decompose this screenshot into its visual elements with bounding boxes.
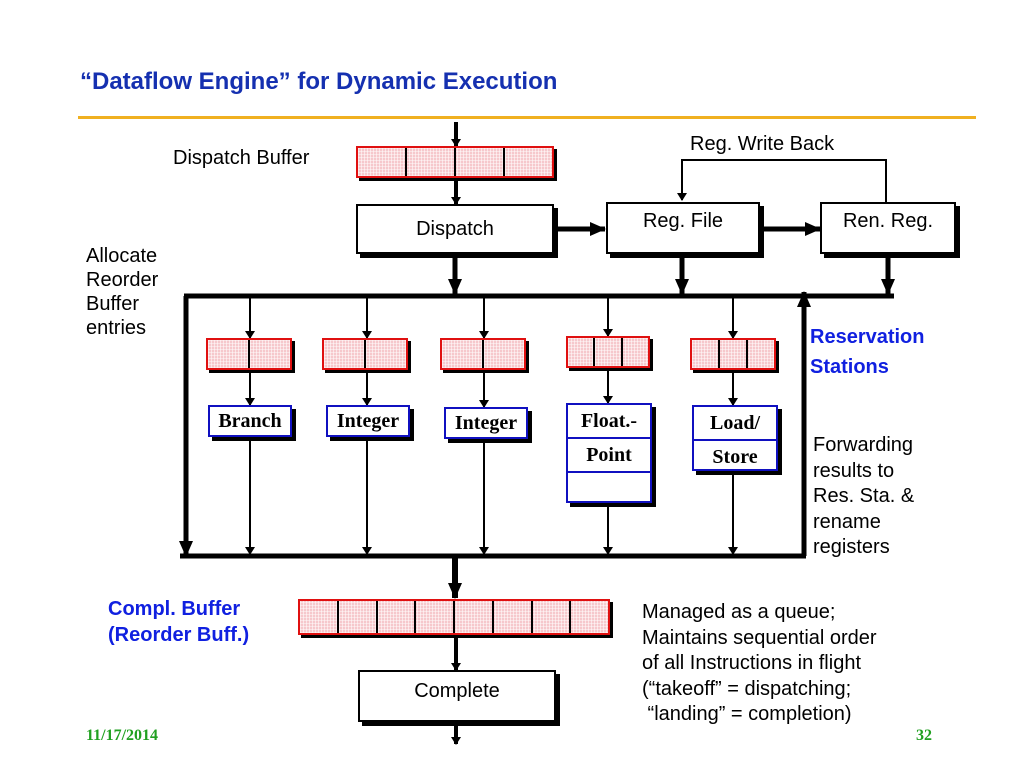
footer-date: 11/17/2014 bbox=[86, 727, 159, 744]
reservation-station-integer-2 bbox=[440, 338, 526, 370]
unit-label: Point bbox=[568, 439, 650, 473]
rs-entry bbox=[623, 338, 648, 366]
reg-file-box: Reg. File bbox=[606, 202, 760, 254]
buffer-entry bbox=[456, 148, 505, 176]
buffer-entry bbox=[378, 601, 417, 633]
unit-branch: Branch bbox=[208, 405, 292, 437]
reservation-stations-line: Stations bbox=[810, 356, 889, 378]
unit-integer-2: Integer bbox=[444, 407, 528, 439]
unit-integer-1: Integer bbox=[326, 405, 410, 437]
dispatch-box: Dispatch bbox=[356, 204, 554, 254]
buffer-entry bbox=[407, 148, 456, 176]
rs-entry bbox=[692, 340, 720, 368]
forwarding-note-line: Forwarding bbox=[813, 434, 914, 456]
page-number: 32 bbox=[916, 727, 932, 744]
forwarding-note-line: results to bbox=[813, 459, 895, 482]
rs-entry bbox=[208, 340, 250, 368]
rs-entry bbox=[568, 338, 596, 366]
reg-write-back-label: Reg. Write Back bbox=[690, 133, 835, 155]
forwarding-note-line: Res. Sta. & bbox=[813, 485, 915, 507]
unit-float-point: Float.- Point bbox=[566, 403, 652, 503]
buffer-entry bbox=[358, 148, 407, 176]
dispatch-buffer-label: Dispatch Buffer bbox=[173, 147, 310, 169]
unit-label: Integer bbox=[454, 411, 518, 434]
allocate-note-line: Reorder bbox=[86, 269, 159, 291]
forwarding-note: Forwarding results to Res. Sta. & rename… bbox=[813, 433, 914, 561]
unit-load-store: Load/ Store bbox=[692, 405, 778, 471]
rs-entry bbox=[595, 338, 623, 366]
allocate-note: Allocate Reorder Buffer entries bbox=[86, 244, 158, 340]
ren-reg-label: Ren. Reg. bbox=[842, 210, 934, 232]
queue-note: Managed as a queue; Maintains sequential… bbox=[642, 600, 877, 728]
completion-buffer-label-line: (Reorder Buff.) bbox=[108, 624, 250, 646]
buffer-entry bbox=[339, 601, 378, 633]
queue-note-line: (“takeoff” = dispatching; bbox=[642, 677, 852, 700]
slide-title: “Dataflow Engine” for Dynamic Execution bbox=[80, 68, 558, 95]
queue-note-line: Managed as a queue; bbox=[642, 601, 836, 623]
rs-entry bbox=[250, 340, 290, 368]
buffer-entry bbox=[571, 601, 608, 633]
unit-label: Float.- bbox=[568, 405, 650, 439]
buffer-entry bbox=[455, 601, 494, 633]
unit-label bbox=[568, 473, 650, 505]
unit-arrows bbox=[245, 298, 738, 555]
dispatch-box-label: Dispatch bbox=[416, 217, 494, 240]
rs-entry bbox=[720, 340, 748, 368]
allocate-note-line: entries bbox=[86, 317, 147, 339]
title-divider bbox=[78, 116, 976, 119]
reservation-station-float bbox=[566, 336, 650, 368]
unit-label: Integer bbox=[336, 409, 400, 432]
forwarding-note-line: rename bbox=[813, 510, 881, 533]
complete-box-label: Complete bbox=[414, 680, 500, 702]
rs-entry bbox=[324, 340, 366, 368]
queue-note-line: Maintains sequential order bbox=[642, 626, 877, 649]
unit-label: Load/ bbox=[694, 407, 776, 441]
forwarding-note-line: registers bbox=[813, 536, 890, 558]
reservation-stations-line: Reservation bbox=[810, 326, 925, 348]
buffer-entry bbox=[505, 148, 552, 176]
completion-buffer bbox=[298, 599, 610, 635]
unit-label: Store bbox=[712, 445, 758, 468]
reservation-stations-label: Reservation Stations bbox=[810, 324, 925, 380]
buffer-entry bbox=[300, 601, 339, 633]
reservation-station-loadstore bbox=[690, 338, 776, 370]
reservation-station-integer-1 bbox=[322, 338, 408, 370]
reg-file-label: Reg. File bbox=[642, 210, 724, 232]
rs-entry bbox=[366, 340, 406, 368]
reg-write-back-loop bbox=[677, 159, 887, 202]
completion-buffer-label-line: Compl. Buffer bbox=[108, 598, 241, 620]
dispatch-buffer bbox=[356, 146, 554, 178]
rs-entry bbox=[484, 340, 524, 368]
allocate-note-line: Allocate bbox=[86, 245, 158, 267]
ren-reg-box: Ren. Reg. bbox=[820, 202, 956, 254]
reservation-station-branch bbox=[206, 338, 292, 370]
queue-note-line: of all Instructions in flight bbox=[642, 652, 861, 674]
completion-buffer-label: Compl. Buffer (Reorder Buff.) bbox=[108, 596, 249, 648]
unit-label: Branch bbox=[218, 409, 282, 432]
rs-entry bbox=[442, 340, 484, 368]
rs-entry bbox=[748, 340, 774, 368]
complete-box: Complete bbox=[358, 670, 556, 722]
buffer-entry bbox=[494, 601, 533, 633]
queue-note-line: “landing” = completion) bbox=[642, 703, 852, 725]
allocate-note-line: Buffer bbox=[86, 293, 139, 315]
buffer-entry bbox=[416, 601, 455, 633]
buffer-entry bbox=[533, 601, 572, 633]
